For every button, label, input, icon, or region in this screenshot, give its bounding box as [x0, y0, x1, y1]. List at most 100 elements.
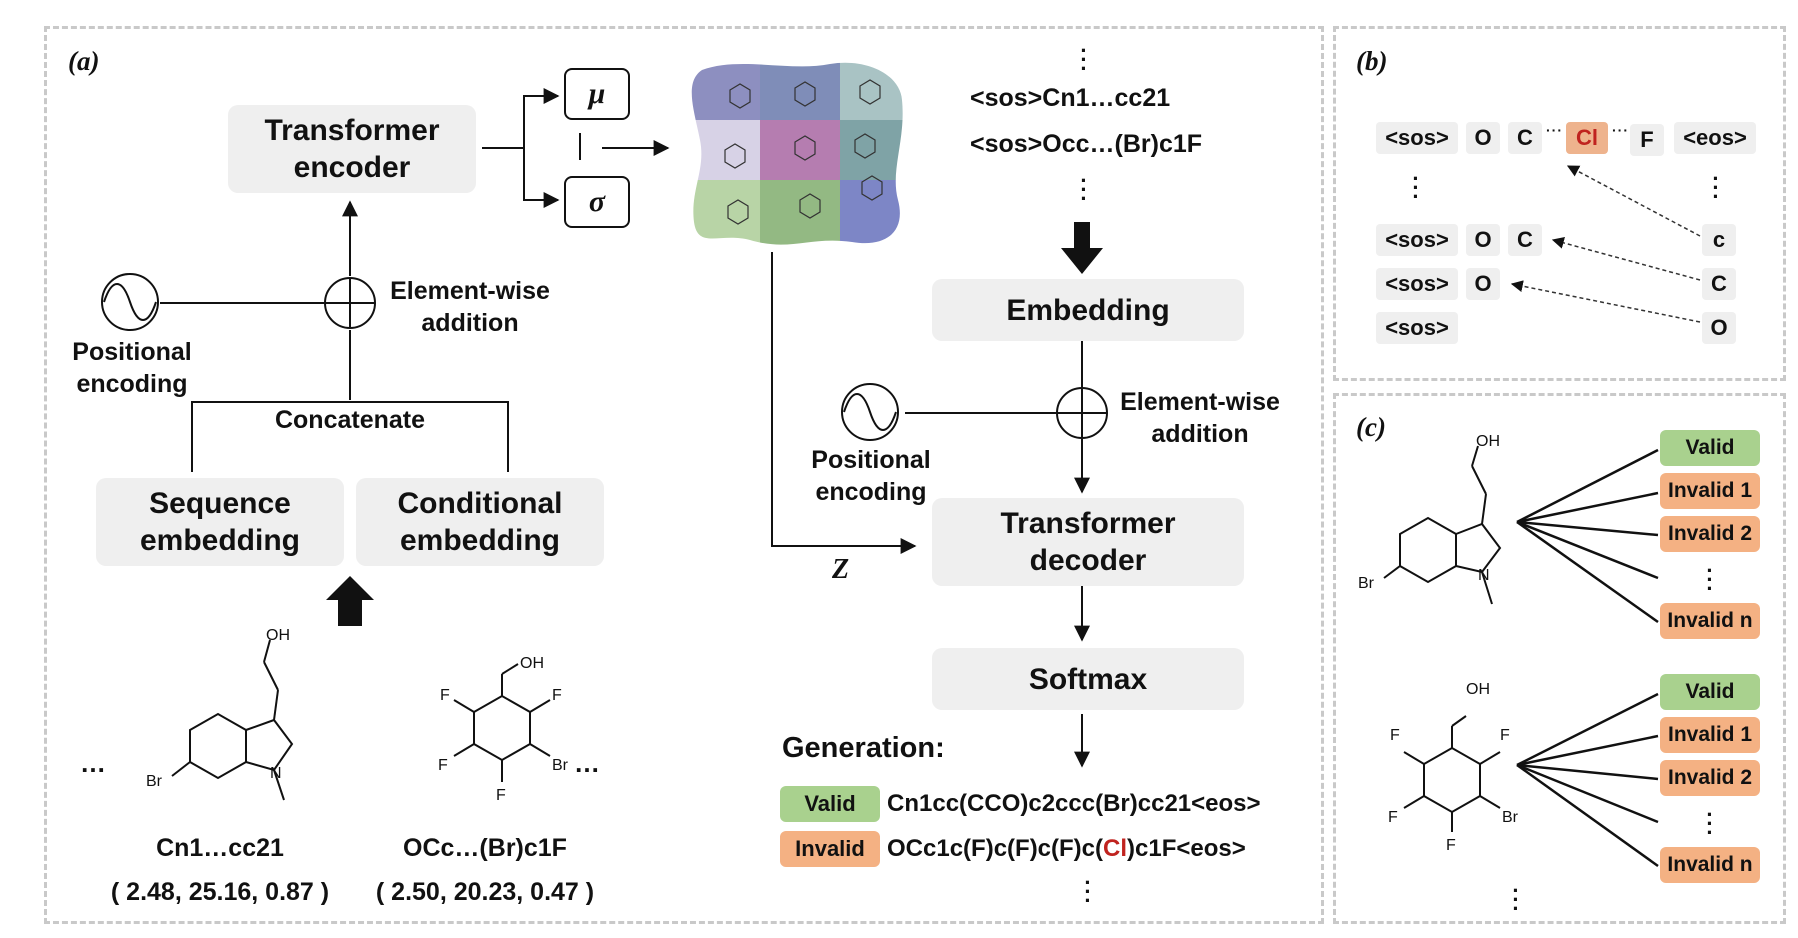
softmax-box: Softmax [932, 648, 1244, 710]
group1-valid-badge: Valid [1660, 430, 1760, 466]
concatenate-bracket [191, 401, 509, 472]
token-eos: <eos> [1674, 122, 1756, 154]
row2-token-O: O [1466, 268, 1500, 300]
transformer-encoder-box: Transformer encoder [228, 105, 476, 193]
molecule-1-props: ( 2.48, 25.16, 0.87 ) [110, 878, 330, 906]
target-C-dotted-arrow [1551, 237, 1701, 281]
row3-token-sos: <sos> [1376, 224, 1458, 256]
atom-f-label-1: F [440, 687, 450, 704]
panel-c-label: (c) [1356, 412, 1386, 442]
embedding-box: Embedding [932, 279, 1244, 341]
input-sequence-2: <sos>Occ…(Br)c1F [970, 130, 1203, 158]
atom-oh-label: OH [266, 627, 290, 644]
group1-invalid-n-badge: Invalid n [1660, 603, 1760, 639]
panel-c-frame [1333, 393, 1786, 924]
positional-encoding-label-2: Positional encoding [811, 446, 931, 506]
invalid-badge: Invalid [780, 831, 880, 867]
panel-b-vdots-left: ··· [1412, 166, 1420, 209]
sequence-embedding-box: Sequence embedding [96, 478, 344, 566]
c-atom-f-label-3: F [1388, 809, 1398, 826]
row3-token-O: O [1466, 224, 1500, 256]
molecule-2-smiles: OCc…(Br)c1F [403, 834, 567, 862]
c-atom-oh-label-2: OH [1466, 681, 1490, 698]
c-atom-f-label-4: F [1446, 837, 1456, 854]
element-wise-addition-label-2: Element-wise addition [1120, 388, 1280, 448]
atom-n-label: N [270, 765, 282, 782]
c-atom-br-label-1: Br [1358, 575, 1375, 592]
panel-b-vdots-right: ··· [1712, 166, 1720, 209]
target-token-c: c [1702, 224, 1736, 256]
sequence-vdots-top: ··· [1080, 38, 1088, 81]
target-token-O: O [1702, 312, 1736, 344]
c-atom-f-label-1: F [1390, 727, 1400, 744]
group2-invalid-1-badge: Invalid 1 [1660, 717, 1760, 753]
positional-encoding-label: Positional encoding [72, 338, 192, 398]
molecule-2-props: ( 2.50, 20.23, 0.47 ) [375, 878, 595, 906]
token-C: C [1508, 122, 1542, 154]
row1-token-sos: <sos> [1376, 312, 1458, 344]
group1-vdots: ··· [1706, 558, 1714, 601]
token-ellipsis-1: ··· [1546, 122, 1563, 138]
latent-z-label: Z [832, 554, 850, 585]
sequence-thick-arrow [1061, 222, 1103, 274]
latent-z-arrow [771, 252, 917, 554]
group1-invalid-2-badge: Invalid 2 [1660, 516, 1760, 552]
target-c-dotted-arrow [1566, 165, 1701, 237]
row2-token-sos: <sos> [1376, 268, 1458, 300]
target-O-dotted-arrow [1510, 280, 1701, 323]
atom-br-label-2: Br [552, 757, 569, 774]
atom-f-label-4: F [496, 787, 506, 804]
invalid-output-sequence: OCc1c(F)c(F)c(F)c(Cl)c1F<eos> [887, 835, 1246, 863]
ellipsis-left: … [80, 748, 107, 778]
atom-oh-label-2: OH [520, 655, 544, 672]
invalid-output-suffix: )c1F<eos> [1127, 835, 1246, 862]
row3-token-C: C [1508, 224, 1542, 256]
token-ellipsis-2: ··· [1612, 122, 1629, 138]
conditional-embedding-box: Conditional embedding [356, 478, 604, 566]
input-sequence-1: <sos>Cn1…cc21 [970, 84, 1171, 112]
token-Cl-error: Cl [1566, 122, 1608, 154]
transformer-decoder-box: Transformer decoder [932, 498, 1244, 586]
c-atom-oh-label-1: OH [1476, 433, 1500, 450]
valid-badge: Valid [780, 786, 880, 822]
group2-valid-badge: Valid [1660, 674, 1760, 710]
panel-b-label: (b) [1356, 46, 1388, 76]
input-thick-arrow [326, 576, 374, 626]
generation-vdots: ··· [1084, 870, 1092, 913]
fan-lines-group-1 [1516, 448, 1659, 624]
group1-invalid-1-badge: Invalid 1 [1660, 473, 1760, 509]
token-O: O [1466, 122, 1500, 154]
invalid-output-prefix: OCc1c(F)c(F)c(F)c( [887, 835, 1104, 862]
invalid-output-error-token: Cl [1103, 835, 1128, 862]
branch-to-sigma-arrow [523, 148, 560, 208]
generation-title: Generation: [782, 732, 945, 764]
atom-f-label-2: F [552, 687, 562, 704]
token-sos: <sos> [1376, 122, 1458, 154]
atom-br-label: Br [146, 773, 163, 790]
c-atom-br-label-2: Br [1502, 809, 1519, 826]
panel-b-frame [1333, 26, 1786, 381]
c-atom-n-label-1: N [1478, 567, 1490, 584]
panel-c-bottom-vdots: ··· [1512, 878, 1520, 921]
element-wise-addition-label: Element-wise addition [390, 277, 550, 337]
ellipsis-right: … [574, 748, 601, 778]
group2-invalid-n-badge: Invalid n [1660, 847, 1760, 883]
token-F: F [1630, 124, 1664, 156]
branch-to-mu-arrow [523, 88, 560, 148]
molecule-1-smiles: Cn1…cc21 [156, 834, 284, 862]
atom-f-label-3: F [438, 757, 448, 774]
target-token-C: C [1702, 268, 1736, 300]
sigma-box: σ [564, 176, 630, 228]
sequence-vdots-bottom: ··· [1080, 168, 1088, 211]
concatenate-label: Concatenate [274, 406, 426, 434]
group2-invalid-2-badge: Invalid 2 [1660, 760, 1760, 796]
fan-lines-group-2 [1516, 692, 1659, 868]
panel-a-frame [44, 26, 1324, 924]
mu-box: μ [564, 68, 630, 120]
c-atom-f-label-2: F [1500, 727, 1510, 744]
